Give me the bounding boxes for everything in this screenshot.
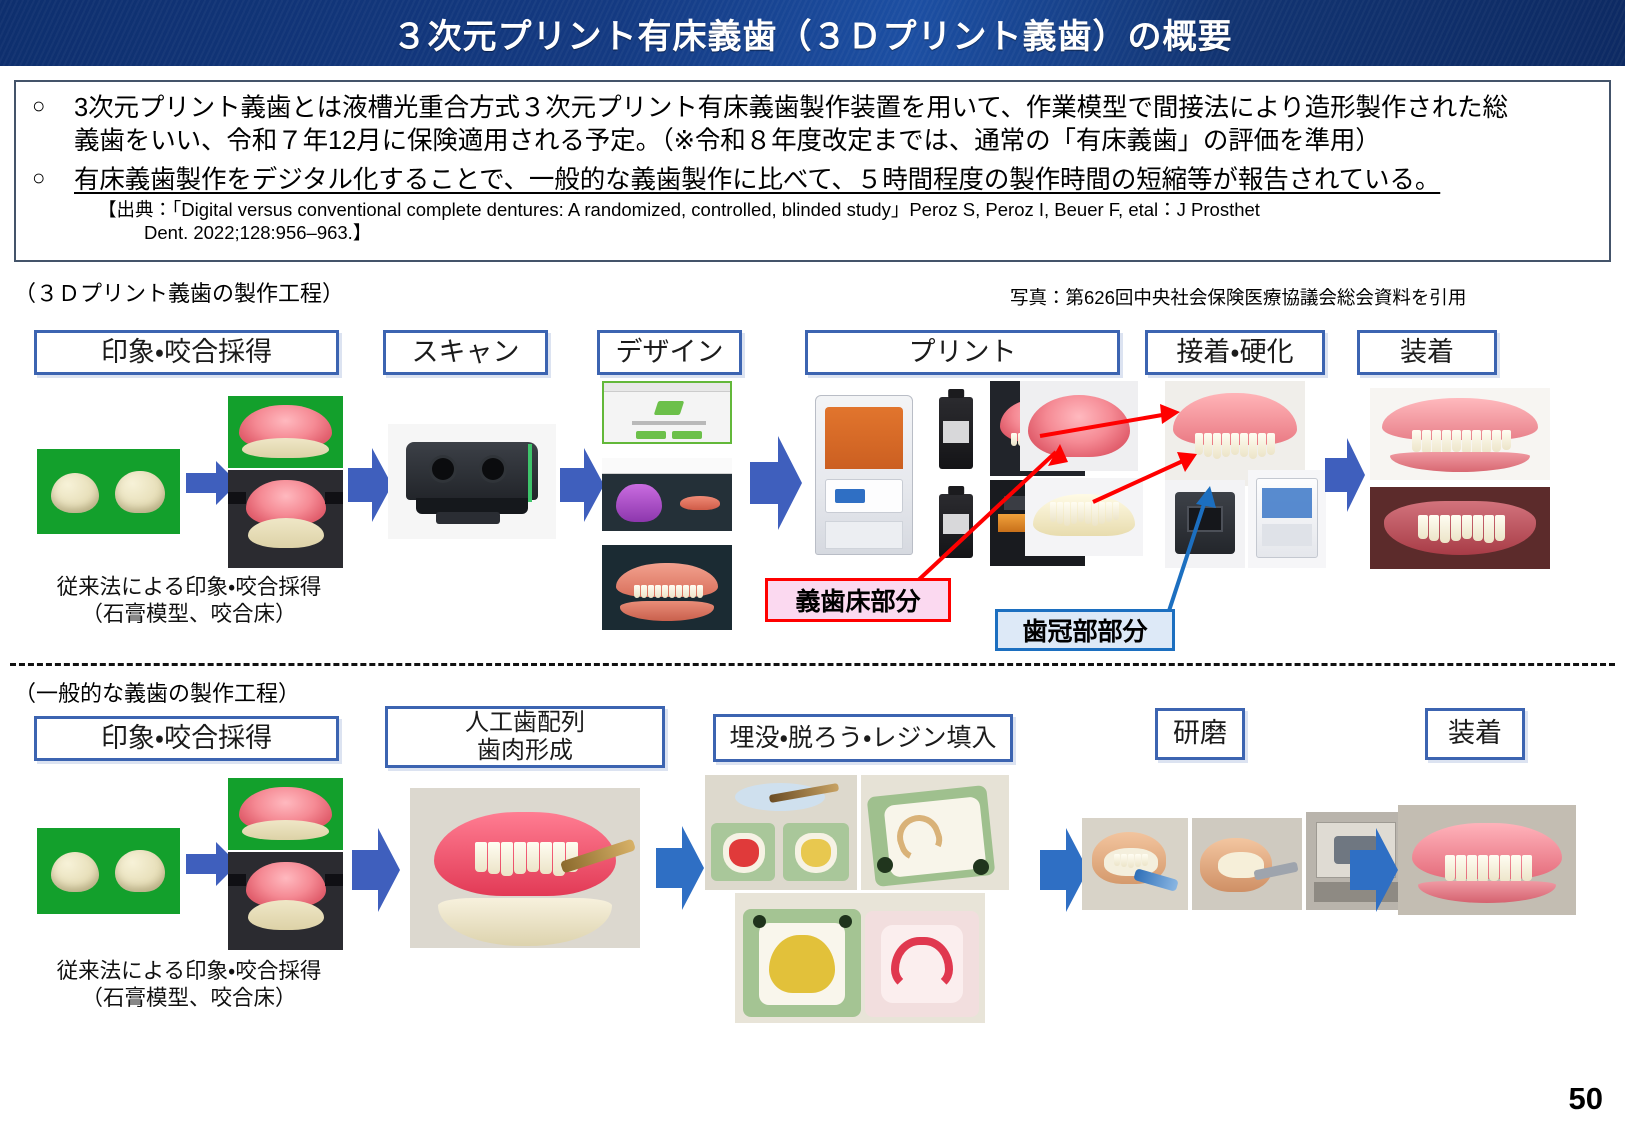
arrow-conv-2 <box>656 818 704 918</box>
arrow-conv-1b <box>352 820 400 920</box>
step-box-conventional-2-line-2: 歯肉形成 <box>477 737 573 764</box>
arrow-digital-1b <box>348 440 392 530</box>
section-label-digital: （３Ｄプリント義歯の製作工程） <box>14 281 345 306</box>
step-box-conventional-5[interactable]: 装着 <box>1425 708 1525 760</box>
photo-flask-resin-packed <box>735 893 985 1023</box>
step-box-digital-1[interactable]: 印象・咬合採得 <box>34 330 339 375</box>
arrow-conv-3 <box>1040 820 1088 920</box>
photo-curing-unit-2 <box>1248 470 1326 568</box>
citation-block: 【出典：「Digital versus conventional complet… <box>98 199 1597 245</box>
photo-design-software-home <box>602 381 732 444</box>
arrow-conv-1a <box>186 838 238 890</box>
photo-final-denture <box>1370 388 1550 480</box>
summary-bullet-2: ○ 有床義歯製作をデジタル化することで、一般的な義歯製作に比べて、５時間程度の製… <box>28 164 1597 197</box>
photo-flask-packing-2 <box>861 775 1009 890</box>
step-box-conventional-3[interactable]: 埋没・脱ろう・レジン填入 <box>713 714 1013 762</box>
section-label-conventional: （一般的な義歯の製作工程） <box>14 681 301 706</box>
step-box-conventional-2[interactable]: 人工歯配列 歯肉形成 <box>385 706 665 768</box>
caption-digital-impression: 従来法による印象・咬合採得 （石膏模型、咬合床） <box>36 574 342 628</box>
slide-title-bar: ３次元プリント有床義歯（３Ｄプリント義歯）の概要 <box>0 0 1625 66</box>
step-box-digital-2[interactable]: スキャン <box>383 330 548 375</box>
callout-crown-part: 歯冠部部分 <box>995 609 1175 651</box>
photo-design-software-denture <box>602 545 732 630</box>
step-box-digital-3[interactable]: デザイン <box>597 330 742 375</box>
photo-denture-in-mouth <box>1370 487 1550 569</box>
bullet-marker-icon-2: ○ <box>32 165 46 191</box>
photo-wax-rim-articulator <box>228 470 343 568</box>
photo-3d-printer <box>805 381 923 566</box>
arrow-digital-1a <box>186 457 238 509</box>
arrow-digital-2 <box>560 440 604 530</box>
caption-conv-line-1: 従来法による印象・咬合採得 <box>56 959 322 983</box>
step-box-digital-6[interactable]: 装着 <box>1357 330 1497 375</box>
caption-conventional-impression: 従来法による印象・咬合採得 （石膏模型、咬合床） <box>36 958 342 1012</box>
photo-wax-try-in <box>410 788 640 948</box>
photo-gypsum-casts <box>37 449 180 534</box>
callout-denture-base: 義歯床部分 <box>765 578 951 622</box>
photo-printed-crown-part <box>1025 478 1143 556</box>
photo-polishing-hand-2 <box>1192 818 1302 910</box>
step-box-conventional-2-line-1: 人工歯配列 <box>465 709 585 737</box>
photo-resin-bottle <box>925 381 987 476</box>
summary-bullet-1-text: 3次元プリント義歯とは液槽光重合方式３次元プリント有床義歯製作装置を用いて、作業… <box>74 92 1508 158</box>
summary-box: ○ 3次元プリント義歯とは液槽光重合方式３次元プリント有床義歯製作装置を用いて、… <box>14 80 1611 262</box>
section-divider <box>10 663 1615 666</box>
bullet-marker-icon: ○ <box>32 93 46 118</box>
callout-line-denture-base <box>910 444 1068 588</box>
arrow-base-to-bonded <box>1039 404 1180 438</box>
photo-resin-bottle-2 <box>925 480 987 566</box>
photo-3d-scanner <box>388 424 556 539</box>
caption-digital-line-1: 従来法による印象・咬合採得 <box>56 575 322 599</box>
step-box-conventional-1[interactable]: 印象・咬合採得 <box>34 716 339 761</box>
arrow-digital-5 <box>1325 430 1365 520</box>
summary-bullet-1-line-1: 3次元プリント義歯とは液槽光重合方式３次元プリント有床義歯製作装置を用いて、作業… <box>74 94 1508 122</box>
photo-polishing-hand-1 <box>1082 818 1188 910</box>
step-box-digital-5[interactable]: 接着・硬化 <box>1145 330 1325 375</box>
page-title: ３次元プリント有床義歯（３Ｄプリント義歯）の概要 <box>392 17 1233 56</box>
summary-bullet-2-text: 有床義歯製作をデジタル化することで、一般的な義歯製作に比べて、５時間程度の製作時… <box>74 166 1441 195</box>
photo-design-software-scan <box>602 458 732 531</box>
photo-flask-packing-1 <box>705 775 857 890</box>
caption-digital-line-2: （石膏模型、咬合床） <box>81 601 297 626</box>
caption-conv-line-2: （石膏模型、咬合床） <box>81 985 297 1010</box>
citation-line-1: 【出典：「Digital versus conventional complet… <box>98 199 1260 221</box>
callout-line-crown-part <box>1164 486 1216 621</box>
arrow-digital-3 <box>750 428 802 538</box>
arrow-conv-4 <box>1350 820 1398 920</box>
photo-conv-final-denture <box>1398 805 1576 915</box>
photo-credit: 写真：第626回中央社会保険医療協議会総会資料を引用 <box>1010 287 1467 308</box>
citation-line-2: Dent. 2022;128:956–963.】 <box>144 222 372 244</box>
page-number: 50 <box>1568 1081 1603 1116</box>
step-box-digital-4[interactable]: プリント <box>805 330 1120 375</box>
photo-conv-gypsum-casts <box>37 828 180 914</box>
photo-printed-denture-base <box>1020 381 1138 471</box>
summary-bullet-1-line-2: 義歯をいい、令和７年12月に保険適用される予定。（※令和８年度改定までは、通常の… <box>74 127 1381 156</box>
arrow-crown-to-bonded <box>1092 452 1197 504</box>
photo-conv-wax-upper <box>228 778 343 850</box>
photo-wax-rim-upper <box>228 396 343 468</box>
step-box-conventional-4[interactable]: 研磨 <box>1155 708 1245 760</box>
summary-bullet-1: ○ 3次元プリント義歯とは液槽光重合方式３次元プリント有床義歯製作装置を用いて、… <box>28 92 1597 158</box>
photo-bonded-denture <box>1165 381 1305 486</box>
photo-conv-wax-articulator <box>228 852 343 950</box>
